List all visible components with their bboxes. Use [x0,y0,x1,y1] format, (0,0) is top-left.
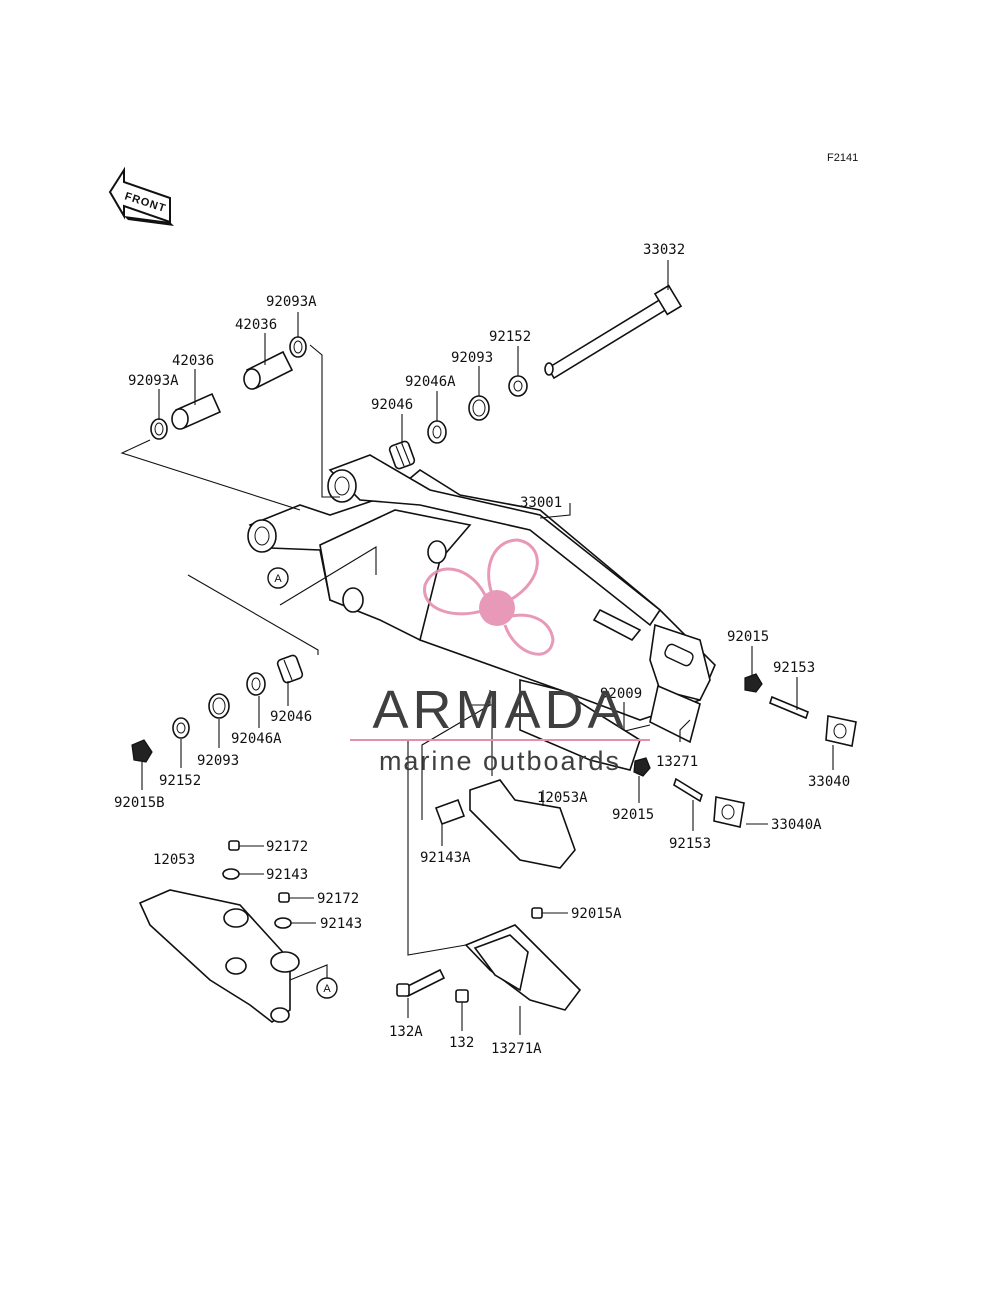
label-13271: 13271 [656,754,698,770]
label-92093a-top: 92093A [266,294,317,310]
watermark-tagline: marine outboards [379,746,621,776]
label-92015a: 92015A [571,906,622,922]
label-92143-a: 92143 [266,867,308,883]
label-92143a: 92143A [420,850,471,866]
label-33032: 33032 [643,242,685,258]
swingarm-axle [544,284,683,380]
chain-adjuster-parts [624,673,857,828]
label-92143-b: 92143 [320,916,362,932]
label-92172-b: 92172 [317,891,359,907]
label-92172-a: 92172 [266,839,308,855]
ref-marker-a-top: A [267,567,289,589]
label-33040: 33040 [808,774,850,790]
label-92152-bot: 92152 [159,773,201,789]
label-92152-top: 92152 [489,329,531,345]
watermark: ARMADA marine outboards [350,538,650,776]
label-92093-bot: 92093 [197,753,239,769]
label-42036-top: 42036 [235,317,277,333]
label-92015-mid: 92015 [612,807,654,823]
label-12053a: 12053A [537,790,588,806]
leader-lines [120,260,834,1035]
label-33001: 33001 [520,495,562,511]
diagram-code: F2141 [827,152,858,164]
label-92015-right: 92015 [727,629,769,645]
label-92093a-left: 92093A [128,373,179,389]
label-92009: 92009 [600,686,642,702]
label-92093-top: 92093 [451,350,493,366]
label-92046a-bot: 92046A [231,731,282,747]
ref-marker-a-top-label: A [274,573,282,585]
label-92046a-top: 92046A [405,374,456,390]
watermark-brand: ARMADA [372,680,627,740]
front-arrow-icon: FRONT [108,166,174,226]
chain-guide-lower [396,907,582,1011]
label-92015b: 92015B [114,795,165,811]
label-42036-left: 42036 [172,353,214,369]
ref-marker-a-bottom-label: A [323,983,331,995]
swingarm-body [247,454,716,721]
label-92153-right: 92153 [773,660,815,676]
label-12053: 12053 [153,852,195,868]
propeller-logo-icon [423,538,555,656]
label-92046-top: 92046 [371,397,413,413]
bearing-seals-bottom [131,654,304,763]
chain-slider [138,840,300,1023]
chain-guide [434,678,641,869]
part-labels: 33032 92093A 42036 42036 92093A 92152 92… [114,242,850,1057]
bushing-sleeves [150,336,307,440]
label-13271a: 13271A [491,1041,542,1057]
label-92046-bot: 92046 [270,709,312,725]
ref-marker-a-bottom: A [316,977,338,999]
label-33040a: 33040A [771,817,822,833]
label-132: 132 [449,1035,474,1051]
bearing-seals-top [388,375,528,470]
label-132a: 132A [389,1024,423,1040]
label-92153-mid: 92153 [669,836,711,852]
